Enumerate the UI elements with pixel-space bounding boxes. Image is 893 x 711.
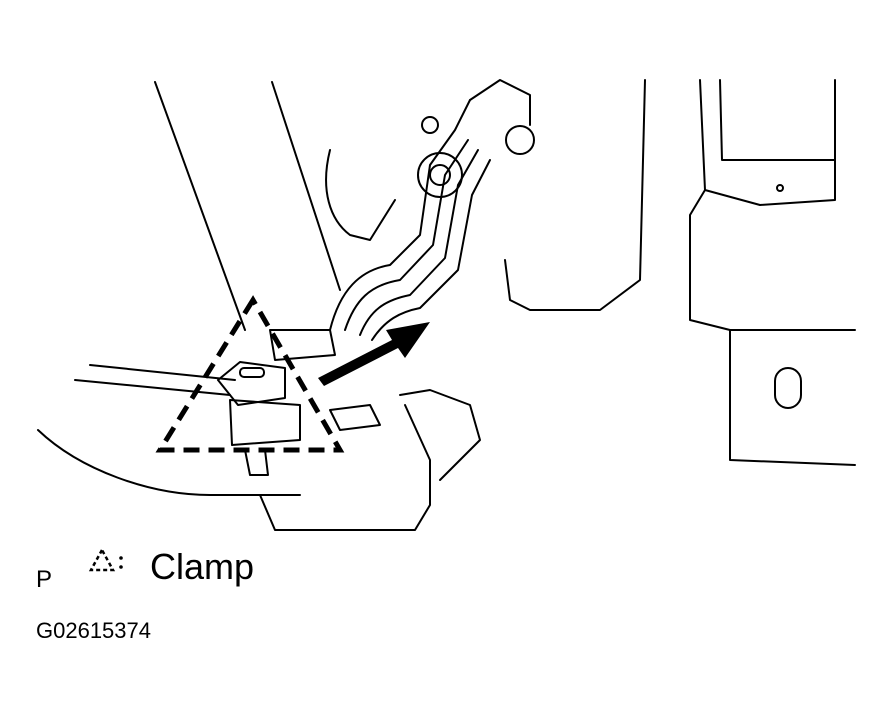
lower-body-outline [37, 429, 301, 496]
clamp-base [229, 399, 301, 446]
small-hole [776, 184, 784, 192]
clamp-foot [244, 449, 269, 476]
housing-right [504, 79, 646, 311]
slot-hole [774, 367, 802, 409]
legend-prefix: P [36, 566, 53, 593]
top-bolt [421, 116, 439, 134]
rod-2 [344, 139, 469, 331]
upper-pivot-inner [429, 164, 451, 186]
link-plate [269, 329, 336, 361]
cable-lower [89, 364, 236, 381]
clamp-slot [239, 367, 265, 378]
clamp-legend-label: Clamp [150, 546, 255, 587]
dashed-triangle-icon [88, 547, 123, 572]
rod-3 [359, 149, 479, 336]
right-bracket-inner [719, 79, 836, 161]
bracket-outline [259, 404, 431, 531]
upper-pivot [417, 152, 463, 198]
direction-arrow [318, 322, 430, 386]
connector-pin [329, 404, 381, 431]
housing-cap [469, 79, 531, 126]
housing-outline [325, 149, 396, 241]
rod-1 [329, 99, 471, 331]
side-bolt [505, 125, 535, 155]
clamp-highlight-triangle [155, 295, 345, 453]
left-panel-line-inner [271, 81, 341, 291]
right-bracket-lower [729, 329, 856, 466]
figure-id: G02615374 [36, 618, 151, 643]
cable-upper [74, 379, 231, 396]
rod-4 [371, 159, 491, 341]
housing-lower [399, 389, 481, 481]
left-panel-line [154, 81, 246, 331]
right-bracket-mid [689, 189, 856, 331]
